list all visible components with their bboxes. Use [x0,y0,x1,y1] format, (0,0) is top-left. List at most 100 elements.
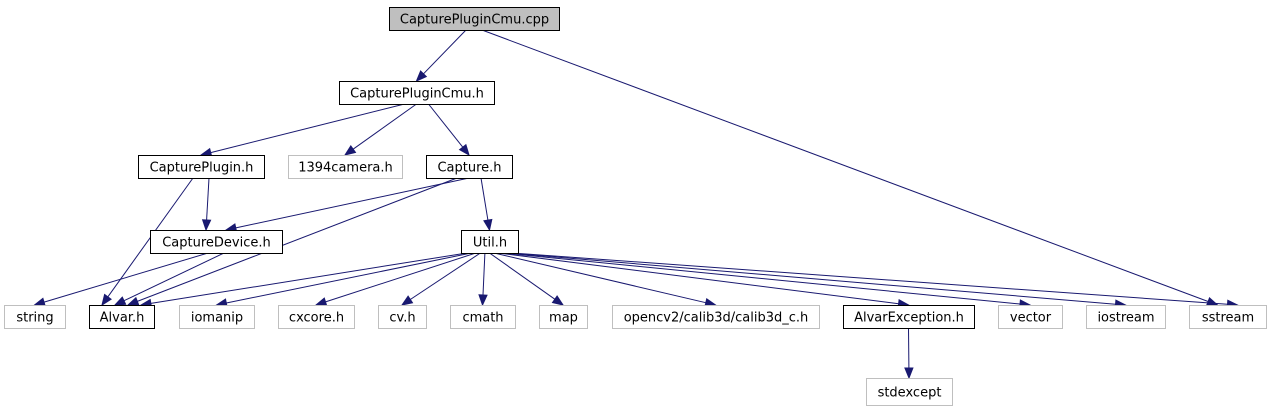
nodes-layer: CapturePluginCmu.cppCapturePluginCmu.hCa… [4,7,1267,406]
edges-layer [33,29,1239,380]
edge-capture_h-to-util_h [480,177,493,232]
node-box [843,305,975,329]
edge-util_h-to-alvarexception_h [498,252,910,309]
node-label: sstream [1202,311,1254,326]
edge-util_h-to-alvar_h [139,252,467,309]
edge-util_h-to-sstream [512,252,1239,310]
edge-capture_h-to-alvar_h [126,177,458,306]
node-captureplugin-h[interactable]: CapturePlugin.h [138,155,265,179]
edge-capturepluginCmu_h-to-camera1394_h [343,103,417,156]
node-box [339,81,495,105]
node-box [179,305,255,329]
arrowhead [1205,296,1219,306]
edge-capturedevice_h-to-alvar_h [113,252,225,306]
arrowhead [458,143,470,157]
edge-line [482,252,486,296]
node-capturepluginCmu-cpp[interactable]: CapturePluginCmu.cpp [389,7,560,31]
edge-line [226,252,472,304]
node-label: Capture.h [437,161,501,176]
node-calib3d-c-h: opencv2/calib3d/calib3d_c.h [612,305,820,329]
edge-captureplugin_h-to-capturedevice_h [201,177,212,232]
node-box [539,305,588,329]
arrowhead [201,219,212,232]
arrowhead [478,294,488,307]
node-capturedevice-h[interactable]: CaptureDevice.h [150,230,283,254]
node-camera1394-h: 1394camera.h [288,155,403,179]
node-capture-h[interactable]: Capture.h [426,155,513,179]
edge-line [498,252,899,305]
arrowhead [113,296,127,306]
edge-line [325,252,476,303]
node-box [378,305,427,329]
node-box [89,305,155,329]
arrowhead [483,218,493,232]
arrowhead [314,297,328,307]
node-label: string [16,311,53,326]
edge-line [206,177,210,221]
node-alvar-h[interactable]: Alvar.h [89,305,155,329]
node-label: Util.h [473,236,507,251]
node-label: cxcore.h [289,311,344,326]
node-label: stdexcept [878,386,942,401]
node-label: Alvar.h [100,311,145,326]
node-vector: vector [998,305,1063,329]
edge-line [493,252,706,304]
node-alvarexception-h[interactable]: AlvarException.h [843,305,975,329]
node-label: iostream [1097,311,1154,326]
edge-line [123,252,225,302]
node-iomanip: iomanip [179,305,255,329]
node-sstream: sstream [1189,305,1267,329]
edge-capturepluginCmu_cpp-to-sstream [481,29,1219,306]
edge-util_h-to-map [489,252,565,306]
edge-line [423,29,467,75]
node-label: cmath [462,311,503,326]
edge-line [480,177,489,221]
arrowhead [551,295,565,306]
node-label: CaptureDevice.h [162,236,271,251]
edge-line [489,252,556,300]
node-string: string [4,305,66,329]
edge-line [428,103,464,148]
node-label: cv.h [389,311,415,326]
node-util-h[interactable]: Util.h [461,230,519,254]
edge-capture_h-to-capturedevice_h [224,177,470,233]
edge-line [235,177,470,229]
node-cv-h: cv.h [378,305,427,329]
arrowhead [126,296,140,306]
arrowhead [343,145,357,156]
node-box [461,230,519,254]
edge-capturepluginCmu_h-to-captureplugin_h [199,103,405,157]
node-label: CapturePlugin.h [150,161,254,176]
node-box [1189,305,1267,329]
edge-util_h-to-vector [503,252,1032,309]
node-box [1086,305,1166,329]
edge-line [137,177,458,302]
node-box [450,305,516,329]
node-capturepluginCmu-h[interactable]: CapturePluginCmu.h [339,81,495,105]
edge-line [210,103,405,154]
node-box [866,378,953,406]
node-box [998,305,1063,329]
node-label: map [549,311,578,326]
edge-util_h-to-iomanip [215,252,472,308]
edge-util_h-to-cv_h [400,252,481,306]
edge-line [503,252,1021,305]
node-box [426,155,513,179]
arrowhead [400,295,414,306]
node-box [288,155,403,179]
node-cmath: cmath [450,305,516,329]
node-label: CapturePluginCmu.cpp [400,13,549,28]
edge-capturepluginCmu_h-to-capture_h [428,103,470,157]
node-box [4,305,66,329]
arrowhead [33,297,46,307]
edge-line [410,252,481,300]
arrowhead [904,367,914,380]
arrowhead [101,293,112,307]
node-stdexcept: stdexcept [866,378,953,406]
node-map: map [539,305,588,329]
node-box [278,305,355,329]
edge-line [507,252,1116,305]
node-label: AlvarException.h [854,311,964,326]
edge-line [43,252,209,303]
